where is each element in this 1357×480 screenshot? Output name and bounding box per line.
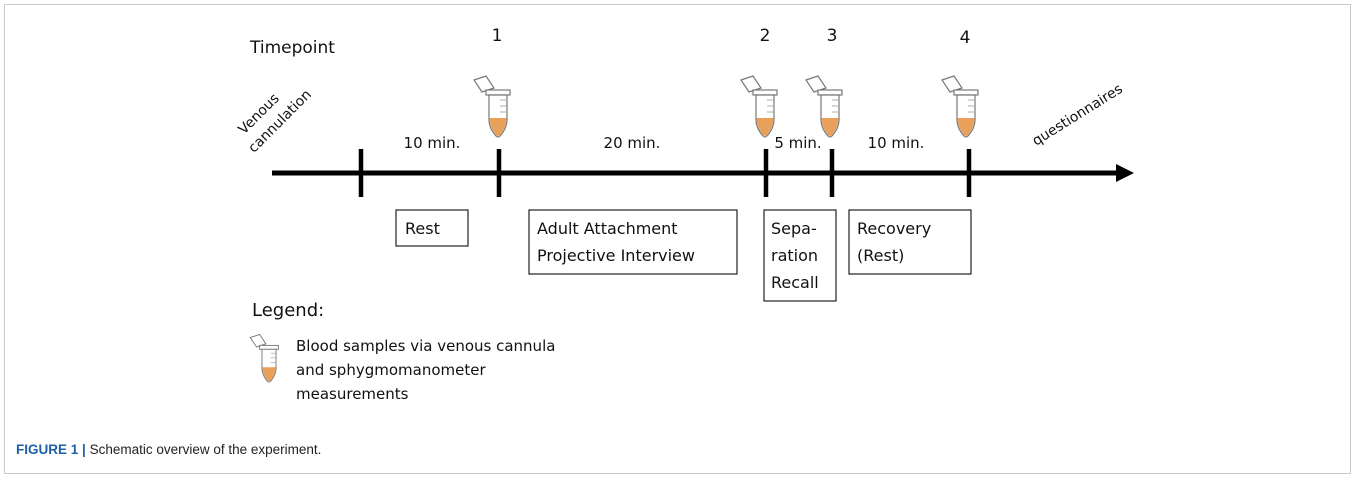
- timepoint-number-2: 2: [760, 26, 771, 46]
- legend-text-line: measurements: [296, 385, 409, 403]
- duration-label: 10 min.: [404, 134, 461, 152]
- legend-tube-icon: [249, 334, 279, 383]
- phase-label: (Rest): [857, 246, 904, 265]
- phase-box-interview: Adult Attachment Projective Interview: [528, 209, 738, 275]
- duration-label: 10 min.: [868, 134, 925, 152]
- time-axis-arrowhead: [1116, 164, 1134, 182]
- timepoint-number-1: 1: [492, 26, 503, 46]
- start-label: Venous cannulation: [236, 87, 315, 156]
- phase-label: Adult Attachment: [537, 219, 678, 238]
- phase-label: Rest: [405, 219, 440, 238]
- timepoint-label: Timepoint: [249, 38, 335, 58]
- duration-label: 5 min.: [774, 134, 821, 152]
- figure-caption: FIGURE 1 | Schematic overview of the exp…: [16, 442, 321, 457]
- phase-box-recovery: Recovery (Rest): [848, 209, 972, 275]
- phase-label: ration: [771, 246, 818, 265]
- duration-label: 20 min.: [604, 134, 661, 152]
- caption-separator: |: [82, 442, 86, 457]
- legend-text-line: and sphygmomanometer: [296, 361, 486, 379]
- blood-sample-tube-icon: [805, 75, 843, 138]
- phase-label: Recovery: [857, 219, 931, 238]
- legend-text-line: Blood samples via venous cannula: [296, 337, 555, 355]
- timepoint-number-4: 4: [960, 28, 971, 48]
- legend-title: Legend:: [252, 300, 324, 321]
- caption-text: Schematic overview of the experiment.: [85, 442, 322, 457]
- phase-box-rest: Rest: [395, 209, 469, 247]
- timepoint-number-3: 3: [827, 26, 838, 46]
- phase-label: Recall: [771, 273, 819, 292]
- blood-sample-tube-icon: [740, 75, 778, 138]
- blood-sample-tube-icon: [473, 75, 511, 138]
- figure-label: FIGURE 1: [16, 442, 79, 457]
- phase-label: Projective Interview: [537, 246, 695, 265]
- phase-label: Sepa-: [771, 219, 817, 238]
- phase-box-separation-recall: Sepa- ration Recall: [763, 209, 837, 302]
- blood-sample-tube-icon: [941, 75, 979, 138]
- end-label: questionnaires: [1030, 81, 1126, 149]
